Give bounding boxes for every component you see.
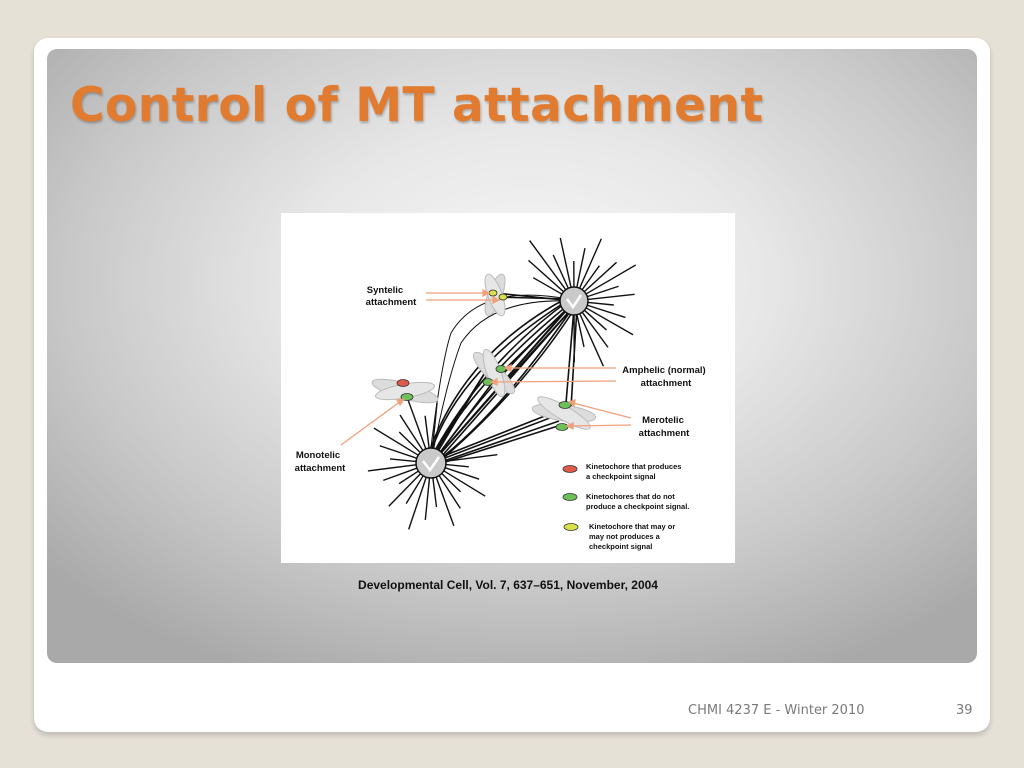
legend-yellow-line1: Kinetochore that may or (589, 522, 675, 531)
label-syntelic-sub: attachment (366, 297, 418, 308)
label-amphelic-sub: attachment (641, 378, 693, 389)
legend-yellow-line2: may not produces a (589, 532, 661, 541)
astral-ray (583, 309, 607, 331)
label-syntelic: Syntelic (367, 285, 403, 296)
astral-ray (442, 469, 486, 497)
lower-spindle-pole (415, 447, 447, 479)
astral-ray (583, 261, 618, 293)
legend-green-line2: produce a checkpoint signal. (586, 502, 689, 511)
astral-ray (367, 464, 418, 472)
astral-ray (424, 415, 430, 450)
astral-ray (438, 474, 461, 509)
centrosome-icon (559, 286, 589, 316)
legend: Kinetochore that produces a checkpoint s… (562, 462, 689, 551)
legend-swatch-yellow (563, 523, 579, 531)
astral-ray (576, 247, 586, 288)
astral-ray (440, 472, 461, 493)
astral-ray (399, 414, 424, 452)
page-number: 39 (956, 703, 973, 718)
astral-ray (585, 264, 637, 295)
astral-ray (389, 458, 418, 463)
label-merotelic: Merotelic (642, 415, 684, 426)
legend-red-line2: a checkpoint signal (586, 472, 656, 481)
label-monotelic-sub: attachment (295, 463, 347, 474)
astral-ray (528, 259, 565, 293)
astral-ray (424, 476, 431, 520)
legend-yellow-line3: checkpoint signal (589, 542, 652, 551)
astral-ray (444, 466, 480, 480)
astral-ray (576, 314, 585, 348)
astral-ray (587, 285, 619, 298)
footer-course: CHMI 4237 E - Winter 2010 (688, 703, 865, 718)
label-merotelic-sub: attachment (639, 428, 691, 439)
upper-spindle-pole (559, 286, 589, 316)
astral-ray (579, 313, 605, 367)
astral-ray (398, 431, 422, 454)
mt-attachment-figure: Syntelic attachment Amphelic (normal) at… (281, 213, 735, 563)
centrosome-icon (415, 447, 447, 479)
astral-ray (587, 293, 635, 301)
astral-ray (578, 238, 603, 289)
astral-ray (383, 467, 419, 482)
slide-title: Control of MT attachment (70, 78, 764, 133)
astral-ray (559, 237, 572, 288)
astral-ray (432, 476, 438, 508)
lower-pole-astral-rays (367, 396, 498, 530)
label-amphelic: Amphelic (normal) (622, 365, 705, 376)
astral-ray (388, 472, 422, 507)
figure-citation: Developmental Cell, Vol. 7, 637–651, Nov… (358, 578, 658, 592)
astral-ray (532, 277, 563, 295)
astral-ray (581, 311, 609, 348)
astral-ray (405, 474, 425, 504)
label-pointers (340, 288, 632, 446)
astral-ray (373, 427, 420, 457)
astral-ray (529, 240, 567, 291)
label-monotelic: Monotelic (296, 450, 340, 461)
astral-ray (408, 476, 428, 530)
legend-swatch-green (562, 493, 578, 501)
astral-ray (581, 265, 600, 291)
astral-ray (587, 301, 614, 306)
astral-ray (379, 445, 418, 460)
astral-ray (398, 470, 420, 485)
astral-ray (444, 463, 469, 468)
legend-swatch-red (562, 465, 578, 473)
merotelic-chromosome (531, 396, 597, 431)
monotelic-chromosome (371, 378, 439, 404)
amphelic-chromosome (472, 348, 516, 398)
astral-ray (585, 307, 634, 336)
legend-red-line1: Kinetochore that produces (586, 462, 681, 471)
mt-attachment-diagram: Syntelic attachment Amphelic (normal) at… (295, 237, 706, 551)
astral-ray (435, 475, 455, 527)
astral-ray (406, 396, 427, 451)
astral-ray (587, 304, 626, 319)
legend-green-line1: Kinetochores that do not (586, 492, 675, 501)
astral-ray (552, 254, 569, 289)
